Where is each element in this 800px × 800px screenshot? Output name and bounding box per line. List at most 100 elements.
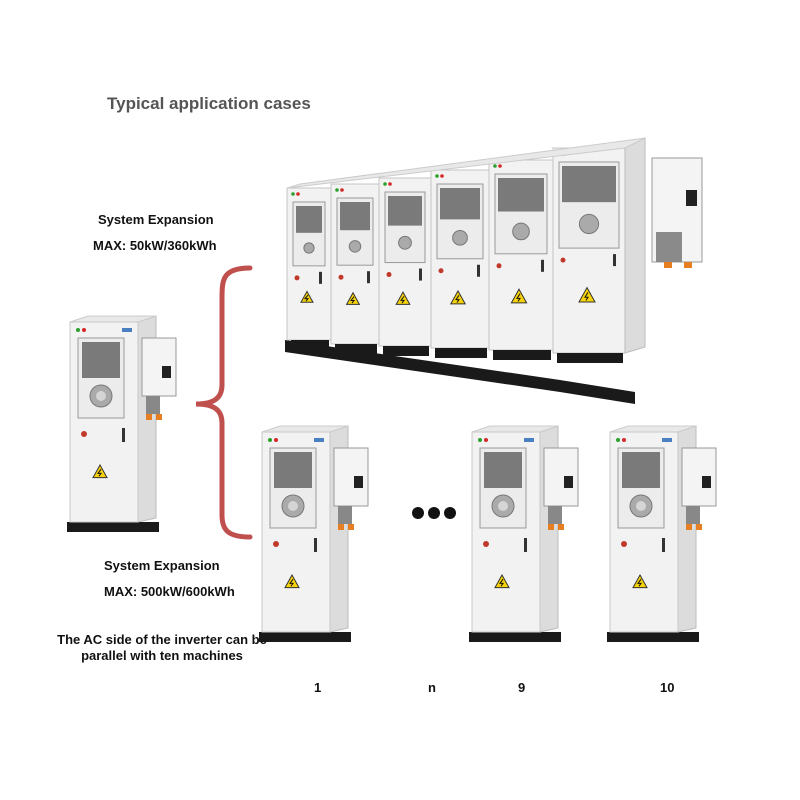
lightning-mark	[97, 468, 102, 477]
vent-grille	[274, 452, 312, 488]
unit-label-9: 9	[518, 680, 526, 695]
inverter-display	[686, 190, 697, 206]
combined-cabinet	[286, 187, 332, 350]
cabinet-side	[624, 137, 646, 354]
vent-grille	[340, 202, 370, 231]
status-light-icon	[335, 188, 339, 192]
inverter-display	[162, 366, 171, 378]
cable-connector	[684, 262, 692, 268]
vent-grille	[622, 452, 660, 488]
cabinet-foot	[557, 353, 623, 363]
brand-logo	[662, 438, 672, 442]
brand-logo	[524, 438, 534, 442]
unit-label-10: 10	[660, 680, 675, 695]
cable-connector	[146, 414, 152, 420]
lightning-mark	[499, 578, 504, 587]
system-base-rail	[285, 340, 635, 404]
status-light-icon	[478, 438, 482, 442]
door-handle	[319, 271, 322, 284]
cable-glands	[146, 396, 160, 414]
door-handle	[367, 271, 370, 284]
door-handle	[419, 268, 422, 281]
emergency-stop-icon	[560, 257, 566, 263]
vent-grille	[484, 452, 522, 488]
inverter-display	[564, 476, 573, 488]
emergency-stop-icon	[496, 263, 502, 269]
cable-connector	[696, 524, 702, 530]
status-light-icon	[388, 182, 392, 186]
expansion-a-title: System Expansion	[98, 212, 214, 227]
door-handle	[314, 538, 317, 552]
emergency-stop-icon	[386, 272, 392, 278]
expansion-b-title: System Expansion	[104, 558, 220, 573]
emergency-stop-icon	[273, 541, 279, 547]
ellipsis-dot	[444, 507, 456, 519]
expansion-a-max: MAX: 50kW/360kWh	[93, 238, 217, 253]
status-light-icon	[296, 192, 300, 196]
fan-icon	[512, 222, 530, 241]
status-light-icon	[76, 328, 80, 332]
inverter-display	[702, 476, 711, 488]
expansion-b-max: MAX: 500kW/600kWh	[104, 584, 235, 599]
status-light-icon	[498, 164, 502, 168]
cable-glands	[548, 506, 562, 524]
vent-grille	[388, 196, 422, 226]
vent-grille	[440, 188, 480, 220]
fan-hub	[636, 501, 646, 511]
cabinet-base	[259, 632, 351, 642]
cabinet-unit-1	[259, 425, 369, 642]
cabinet-base	[607, 632, 699, 642]
cabinet-foot	[493, 350, 551, 360]
lightning-mark	[584, 292, 589, 301]
cabinet-base	[469, 632, 561, 642]
door-handle	[477, 264, 480, 277]
unit-label-n: n	[428, 680, 436, 695]
status-light-icon	[484, 438, 488, 442]
fan-hub	[498, 501, 508, 511]
vent-grille	[82, 342, 120, 378]
fan-icon	[303, 242, 315, 254]
combined-cabinet	[552, 147, 626, 363]
cabinet-unit-9	[469, 425, 579, 642]
door-handle	[613, 254, 616, 267]
emergency-stop-icon	[294, 275, 300, 281]
cabinet-foot	[335, 344, 377, 354]
door-handle	[662, 538, 665, 552]
cabinet-foot	[383, 346, 429, 356]
page-title: Typical application cases	[107, 94, 311, 113]
status-light-icon	[340, 188, 344, 192]
cabinet-foot	[291, 340, 329, 350]
emergency-stop-icon	[338, 274, 344, 280]
unit-label-1: 1	[314, 680, 322, 695]
cable-connector	[686, 524, 692, 530]
emergency-stop-icon	[438, 268, 444, 274]
vent-grille	[562, 166, 616, 203]
combined-cabinet	[330, 183, 380, 354]
fan-icon	[578, 213, 600, 235]
brand-logo	[314, 438, 324, 442]
status-light-icon	[291, 192, 295, 196]
standalone-cabinet	[67, 315, 177, 532]
door-handle	[524, 538, 527, 552]
combined-cabinet	[430, 169, 490, 358]
cable-glands	[686, 506, 700, 524]
combined-cabinet	[488, 159, 554, 360]
fan-hub	[288, 501, 298, 511]
cable-connector	[156, 414, 162, 420]
cable-connector	[548, 524, 554, 530]
cable-connector	[664, 262, 672, 268]
lightning-mark	[455, 294, 460, 303]
status-light-icon	[82, 328, 86, 332]
status-light-icon	[435, 174, 439, 178]
lightning-mark	[289, 578, 294, 587]
cable-connector	[558, 524, 564, 530]
status-light-icon	[616, 438, 620, 442]
door-handle	[541, 259, 544, 272]
row-top	[286, 137, 646, 189]
status-light-icon	[440, 174, 444, 178]
lightning-mark	[349, 296, 356, 304]
status-light-icon	[274, 438, 278, 442]
vent-grille	[498, 178, 544, 212]
status-light-icon	[268, 438, 272, 442]
